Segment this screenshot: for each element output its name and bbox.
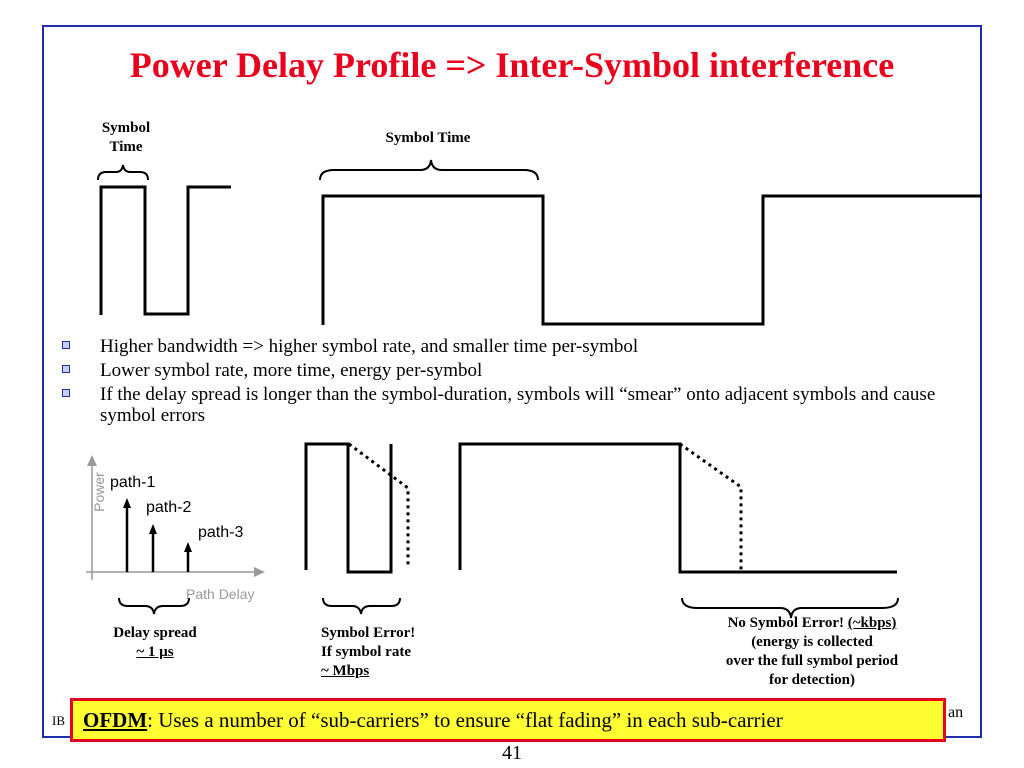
pdp-x-axis-arrow (254, 567, 265, 577)
symbol-error-caption: Symbol Error! If symbol rate ~ Mbps (321, 625, 416, 679)
page-number: 41 (502, 742, 522, 764)
short-symbol-label-line2: Time (109, 139, 143, 155)
footer-right-text: an (948, 704, 964, 721)
ofdm-keyword: OFDM (83, 708, 148, 732)
path-3-label: path-3 (198, 524, 244, 541)
delay-spread-caption: Delay spread ~ 1 µs (113, 625, 197, 660)
short-symbol-time-label: Symbol Time (93, 119, 159, 157)
no-error-caption: No Symbol Error! (~kbps) (energy is coll… (725, 615, 899, 688)
pdp-xlabel: Path Delay (186, 586, 255, 602)
slide-title: Power Delay Profile => Inter-Symbol inte… (129, 45, 895, 85)
short-symbol-waveform (99, 185, 231, 316)
brace-delay-spread (118, 597, 190, 615)
bullet-list: Higher bandwidth => higher symbol rate, … (62, 336, 962, 429)
smeared-short-waveform (304, 442, 393, 574)
bullet-item: Higher bandwidth => higher symbol rate, … (62, 336, 962, 357)
brace-short-symbol (97, 164, 149, 181)
ofdm-text: : Uses a number of “sub-carriers” to ens… (147, 708, 783, 732)
pdp-y-axis-arrow (87, 455, 97, 466)
bullet-square-icon (62, 389, 70, 397)
path-2-arrowhead (149, 524, 157, 534)
smear-tail-1 (348, 442, 410, 568)
ofdm-callout-box: OFDM: Uses a number of “sub-carriers” to… (70, 698, 946, 742)
path-1-label: path-1 (110, 474, 156, 491)
long-symbol-delay-waveform (458, 442, 897, 574)
short-symbol-label-line1: Symbol (101, 120, 151, 136)
bullet-item: If the delay spread is longer than the s… (62, 384, 962, 426)
brace-symbol-error (322, 597, 401, 615)
bullet-square-icon (62, 365, 70, 373)
bullet-square-icon (62, 341, 70, 349)
path-3-arrowhead (184, 542, 192, 552)
long-symbol-time-label: Symbol Time (385, 130, 471, 146)
path-2-label: path-2 (146, 499, 192, 516)
bullet-item: Lower symbol rate, more time, energy per… (62, 360, 962, 381)
brace-long-symbol (319, 159, 539, 181)
brace-no-error (681, 597, 899, 619)
smear-tail-2 (679, 442, 743, 570)
long-symbol-waveform (321, 194, 982, 326)
path-1-arrowhead (123, 498, 131, 508)
footer-left-text: IB (52, 713, 65, 728)
pdp-ylabel: Power (91, 472, 107, 512)
